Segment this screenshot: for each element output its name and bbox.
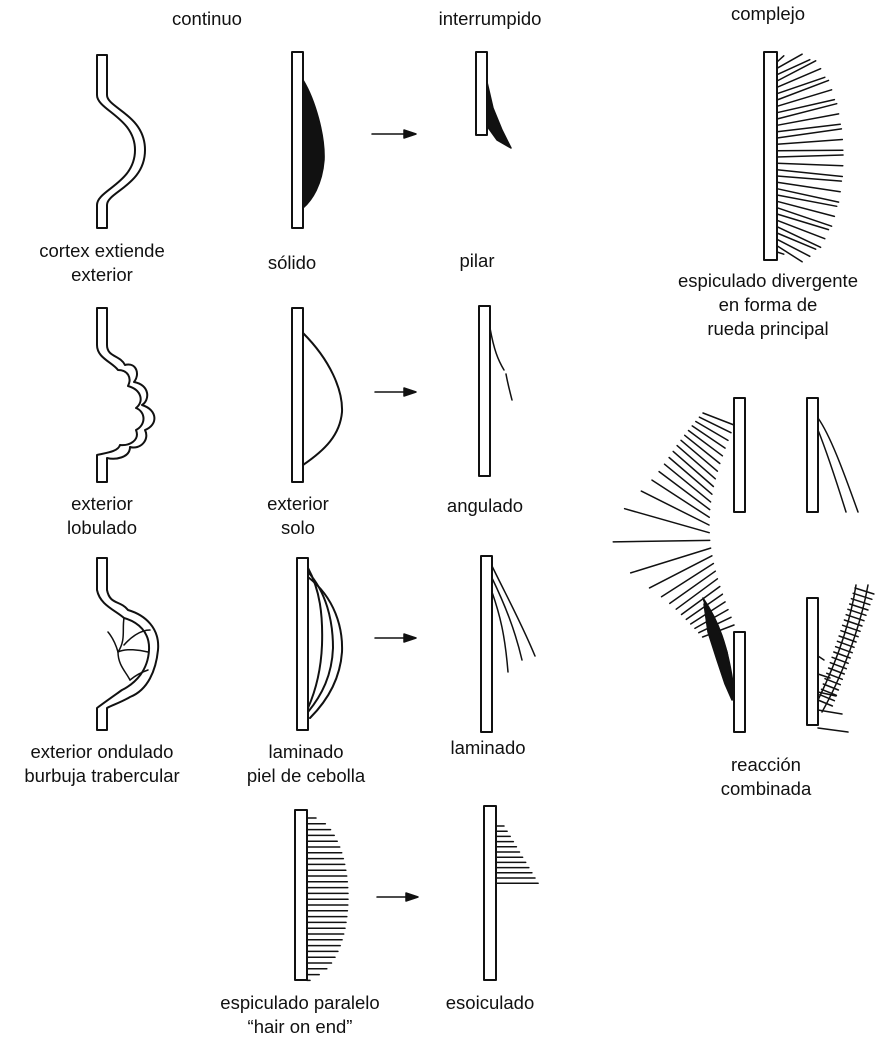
spicule bbox=[631, 548, 711, 573]
spicule bbox=[777, 90, 832, 107]
spicule bbox=[699, 417, 731, 433]
spicule bbox=[777, 114, 839, 125]
arrow-row1 bbox=[372, 130, 416, 138]
rung bbox=[818, 728, 848, 732]
spicule bbox=[673, 451, 713, 486]
spicule bbox=[777, 54, 802, 68]
arrow-row4 bbox=[377, 893, 418, 901]
spicule bbox=[777, 195, 837, 206]
cortex-extends-exterior-figure bbox=[97, 55, 145, 228]
label-laminado: laminado bbox=[450, 736, 525, 760]
arrow-row2 bbox=[375, 388, 416, 396]
header-interrumpido: interrumpido bbox=[439, 7, 542, 31]
spiculated-interrupted-figure bbox=[484, 806, 538, 980]
spicule bbox=[677, 446, 715, 479]
spicule bbox=[777, 227, 821, 248]
header-complejo: complejo bbox=[731, 2, 805, 26]
label-angulado: angulado bbox=[447, 494, 523, 518]
spicule bbox=[665, 464, 711, 502]
solid-figure bbox=[292, 52, 324, 228]
spicule bbox=[625, 509, 710, 533]
arrow-row3 bbox=[375, 634, 416, 642]
undulating-trabecular-figure bbox=[97, 558, 158, 730]
combined-reaction-figure bbox=[613, 398, 874, 732]
spicule bbox=[777, 155, 843, 157]
spicule bbox=[652, 480, 709, 517]
spicule bbox=[777, 140, 842, 145]
lobulated-figure bbox=[97, 308, 154, 482]
spicule bbox=[777, 170, 842, 177]
rung bbox=[853, 593, 872, 599]
spicule bbox=[777, 252, 784, 254]
onion-skin-figure bbox=[297, 558, 342, 730]
single-layer-figure bbox=[292, 308, 342, 482]
pillar-figure bbox=[476, 52, 511, 148]
laminated-figure bbox=[481, 556, 535, 732]
rung bbox=[855, 588, 874, 594]
spicule bbox=[777, 163, 843, 165]
spicule bbox=[777, 61, 816, 81]
spicule bbox=[613, 540, 710, 542]
label-pilar: pilar bbox=[460, 249, 495, 273]
divergent-spiculated-figure bbox=[764, 52, 843, 262]
spicule bbox=[650, 556, 712, 588]
spicule bbox=[641, 491, 709, 525]
spicule bbox=[777, 176, 841, 181]
header-continuo: continuo bbox=[172, 7, 242, 31]
rung bbox=[851, 599, 870, 605]
label-solido: sólido bbox=[268, 251, 316, 275]
label-esoiculado: esoiculado bbox=[446, 991, 534, 1015]
spicule bbox=[777, 56, 784, 62]
parallel-spiculated-figure bbox=[295, 810, 348, 980]
spicule bbox=[681, 440, 717, 471]
spicule bbox=[669, 458, 712, 495]
label-paralelo: espiculado paralelo“hair on end” bbox=[220, 991, 379, 1039]
angulated-figure bbox=[479, 306, 512, 476]
spicule bbox=[703, 413, 734, 425]
